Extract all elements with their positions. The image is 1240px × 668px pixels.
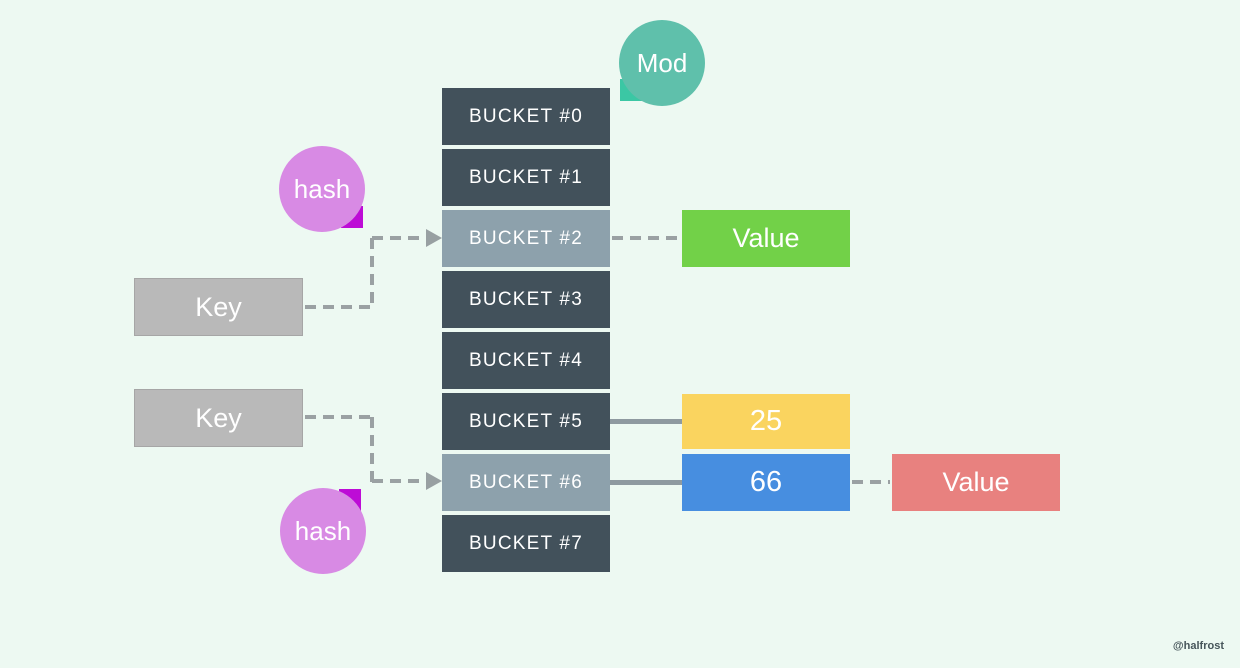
edge-entry66-valuered xyxy=(852,480,890,484)
entry-box-66: 66 xyxy=(682,454,850,511)
hash-top-bubble: hash xyxy=(279,146,365,232)
value-box-red: Value xyxy=(892,454,1060,511)
mod-bubble: Mod xyxy=(619,20,705,106)
hash-bottom-label: hash xyxy=(294,515,352,546)
bucket-7: BUCKET #7 xyxy=(442,515,610,572)
value-box-green: Value xyxy=(682,210,850,267)
bucket-4: BUCKET #4 xyxy=(442,332,610,389)
watermark: @halfrost xyxy=(1172,640,1224,652)
key-box-top: Key xyxy=(134,278,303,336)
entry-66-label: 66 xyxy=(749,466,783,498)
bucket-6: BUCKET #6 xyxy=(442,454,610,511)
bucket-4-label: BUCKET #4 xyxy=(469,349,583,371)
bucket-0: BUCKET #0 xyxy=(442,88,610,145)
arrowhead-bucket2-icon xyxy=(426,229,442,247)
edge-keytop-into-bucket2 xyxy=(372,236,426,240)
edge-bucket2-valuegreen xyxy=(612,236,680,240)
bucket-3: BUCKET #3 xyxy=(442,271,610,328)
key-top-label: Key xyxy=(195,291,242,322)
key-box-bottom: Key xyxy=(134,389,303,447)
hash-top-label: hash xyxy=(293,173,351,204)
bucket-7-label: BUCKET #7 xyxy=(469,532,583,554)
bucket-2-label: BUCKET #2 xyxy=(469,227,583,249)
edge-keybottom-horizontal xyxy=(305,415,374,419)
bucket-0-label: BUCKET #0 xyxy=(469,105,583,127)
arrowhead-bucket6-icon xyxy=(426,472,442,490)
edge-keytop-vertical xyxy=(370,238,374,308)
hash-bottom-bubble: hash xyxy=(280,488,366,574)
edge-bucket6-entry66 xyxy=(610,480,682,485)
key-bottom-label: Key xyxy=(195,402,242,433)
entry-box-25: 25 xyxy=(682,394,850,449)
edge-bucket5-entry25 xyxy=(610,419,682,424)
bucket-3-label: BUCKET #3 xyxy=(469,288,583,310)
edge-keybottom-vertical xyxy=(370,417,374,483)
mod-label: Mod xyxy=(636,47,688,78)
value-red-label: Value xyxy=(942,467,1010,497)
value-green-label: Value xyxy=(732,223,800,253)
bucket-2: BUCKET #2 xyxy=(442,210,610,267)
bucket-1: BUCKET #1 xyxy=(442,149,610,206)
bucket-1-label: BUCKET #1 xyxy=(469,166,583,188)
bucket-5-label: BUCKET #5 xyxy=(469,410,583,432)
bucket-5: BUCKET #5 xyxy=(442,393,610,450)
edge-keytop-horizontal xyxy=(305,305,374,309)
entry-25-label: 25 xyxy=(749,405,783,437)
edge-keybottom-into-bucket6 xyxy=(372,479,426,483)
bucket-6-label: BUCKET #6 xyxy=(469,471,583,493)
